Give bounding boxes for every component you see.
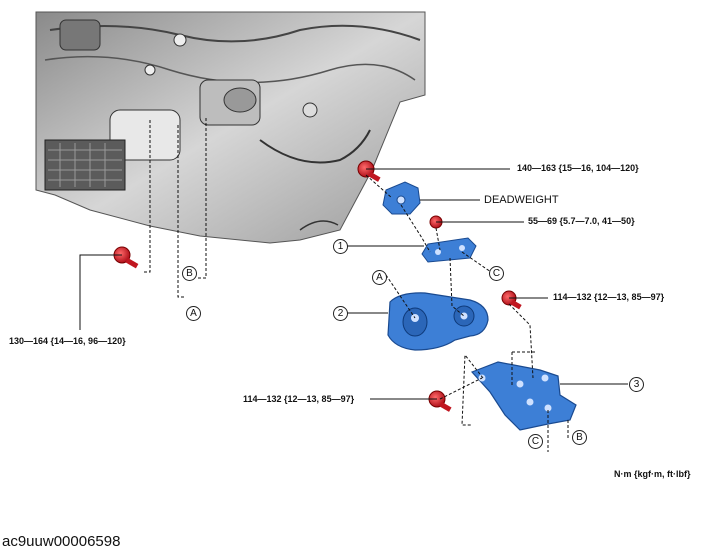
torque-label-left-bolt: 130—164 {14—16, 96—120} xyxy=(9,336,126,346)
callout-A-exploded: A xyxy=(372,270,387,285)
callout-C-lower: C xyxy=(528,434,543,449)
callout-B-photo: B xyxy=(182,266,197,281)
deadweight-part-icon xyxy=(382,181,421,215)
callout-part-1: 1 xyxy=(333,239,348,254)
torque-label-third-bolt: 114—132 {12—13, 85—97} xyxy=(553,292,665,302)
engine-bay-photo xyxy=(35,11,426,244)
third-bolt-icon xyxy=(501,290,522,310)
callout-part-2: 2 xyxy=(333,306,348,321)
torque-label-fourth-bolt: 114—132 {12—13, 85—97} xyxy=(243,394,355,404)
torque-label-top-bolt: 140—163 {15—16, 104—120} xyxy=(517,163,639,173)
units-label: N·m {kgf·m, ft·lbf} xyxy=(614,469,691,479)
callout-part-3: 3 xyxy=(629,377,644,392)
fourth-bolt-icon xyxy=(428,390,452,412)
figure-id: ac9uuw00006598 xyxy=(2,533,121,550)
left-torque-leader xyxy=(79,254,122,330)
exploded-leader-lines xyxy=(365,174,569,452)
deadweight-label: DEADWEIGHT xyxy=(484,194,559,206)
part-1-plate xyxy=(421,237,477,263)
torque-label-second-bolt: 55—69 {5.7—7.0, 41—50} xyxy=(528,216,635,226)
photo-leader-lines xyxy=(142,118,207,298)
part-3-bracket xyxy=(470,361,577,431)
callout-A-photo: A xyxy=(186,306,201,321)
callout-C-upper: C xyxy=(489,266,504,281)
part-2-mount xyxy=(387,292,489,351)
left-bolt-icon xyxy=(113,246,139,269)
callout-B-lower: B xyxy=(572,430,587,445)
